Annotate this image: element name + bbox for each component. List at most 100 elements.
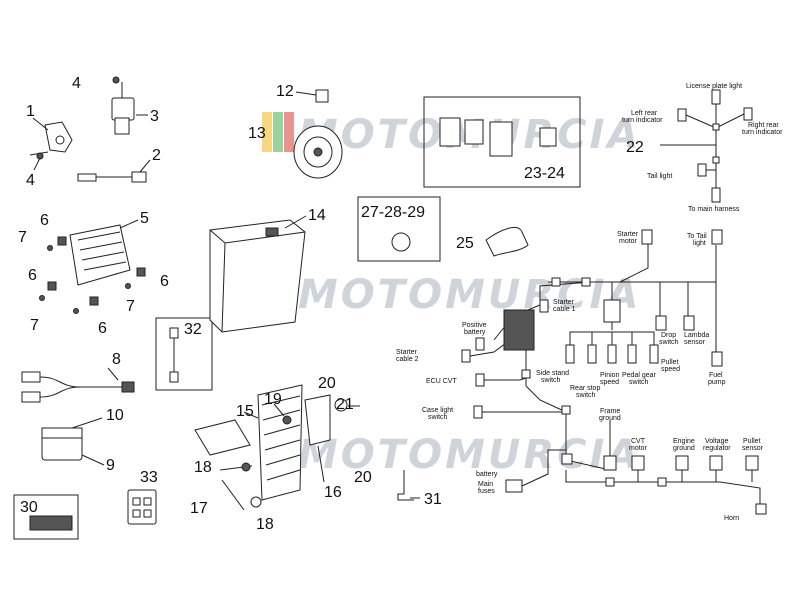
part-number-22: 22 xyxy=(626,139,644,156)
harness-label-main-fuses-2: fuses xyxy=(478,488,495,495)
part-frame-32 xyxy=(155,317,213,391)
harness-label-horn: Horn xyxy=(724,515,739,522)
watermark-text: MOTOMURCIA xyxy=(298,432,641,478)
part-bolts-17-18 xyxy=(219,462,262,511)
part-number-18a: 18 xyxy=(194,459,212,476)
part-number-16: 16 xyxy=(324,484,342,501)
watermark-stripe xyxy=(262,112,272,152)
harness-label-engine-ground-2: ground xyxy=(673,445,695,452)
part-number-6c: 6 xyxy=(160,273,169,290)
watermark-stripe xyxy=(284,112,294,152)
harness-label-ecu-cvt: ECU CVT xyxy=(426,378,457,385)
tail-label-left-rear-2: turn indicator xyxy=(622,117,663,124)
part-clamp-27-28-29 xyxy=(391,232,411,252)
part-number-6d: 6 xyxy=(98,320,107,337)
part-number-23-24: 23-24 xyxy=(524,165,565,182)
part-number-21: 21 xyxy=(336,396,354,413)
harness-label-pinion-speed-1: Pinion xyxy=(600,372,620,379)
harness-label-fuel-pump-2: pump xyxy=(708,379,726,386)
part-number-7b: 7 xyxy=(126,298,135,315)
harness-label-drop-switch-2: switch xyxy=(659,339,679,346)
harness-label-case-light-1: Case light xyxy=(422,407,453,414)
part-battery-14 xyxy=(209,215,307,333)
harness-label-starter-cable1-1: Starter xyxy=(553,299,575,306)
harness-label-pullet-sensor-1: Pullet xyxy=(743,438,761,445)
part-frame-23-24 xyxy=(423,96,581,188)
part-number-17: 17 xyxy=(190,500,208,517)
harness-label-voltage-reg-2: regulator xyxy=(703,445,731,452)
harness-label-starter-cable1-2: cable 1 xyxy=(553,306,576,313)
watermark-stripe xyxy=(273,112,283,152)
part-module-9 xyxy=(41,417,105,466)
part-number-18b: 18 xyxy=(256,516,274,533)
harness-label-pullet-speed-2: speed xyxy=(661,366,680,373)
harness-label-lambda-1: Lambda xyxy=(684,332,709,339)
harness-label-side-stand-2: switch xyxy=(541,377,561,384)
harness-label-fuel-pump-1: Fuel xyxy=(709,372,723,379)
part-number-20b: 20 xyxy=(354,469,372,486)
harness-label-pedal-gear-2: switch xyxy=(629,379,649,386)
harness-label-cvt-motor-1: CVT xyxy=(631,438,646,445)
tail-label-license: License plate light xyxy=(686,83,742,90)
part-pin-31 xyxy=(397,470,414,501)
part-number-9: 9 xyxy=(106,457,115,474)
harness-label-rear-stop-1: Rear stop xyxy=(570,385,600,392)
part-number-31: 31 xyxy=(424,491,442,508)
harness-label-lambda-2: sensor xyxy=(684,339,706,346)
part-number-20a: 20 xyxy=(318,375,336,392)
tail-label-main-harness: To main harness xyxy=(688,206,740,213)
part-number-2: 2 xyxy=(152,147,161,164)
harness-label-pullet-speed-1: Pullet xyxy=(661,359,679,366)
part-number-12: 12 xyxy=(276,83,294,100)
part-frame-27-28-29 xyxy=(357,196,441,262)
part-number-6a: 6 xyxy=(40,212,49,229)
part-sensor-2 xyxy=(77,159,151,183)
part-bracket-16 xyxy=(304,394,331,446)
harness-label-pullet-sensor-2: sensor xyxy=(742,445,764,452)
part-number-7c: 7 xyxy=(30,317,39,334)
tail-label-right-rear-2: turn indicator xyxy=(742,129,783,136)
part-number-7a: 7 xyxy=(18,229,27,246)
part-number-5: 5 xyxy=(140,210,149,227)
harness-label-engine-ground-1: Engine xyxy=(673,438,695,445)
part-number-19: 19 xyxy=(264,391,282,408)
part-frame-30 xyxy=(13,494,79,540)
part-number-32: 32 xyxy=(184,321,202,338)
part-number-14: 14 xyxy=(308,207,326,224)
part-cable-8 xyxy=(21,367,135,403)
part-number-4b: 4 xyxy=(26,172,35,189)
harness-label-battery: battery xyxy=(476,471,498,478)
part-bracket-1 xyxy=(29,117,73,171)
tail-label-tail-light: Tail light xyxy=(647,173,672,180)
harness-label-positive-battery-1: Positive xyxy=(462,322,487,329)
part-strap-25 xyxy=(485,227,529,257)
part-number-6b: 6 xyxy=(28,267,37,284)
part-number-30: 30 xyxy=(20,499,38,516)
harness-label-frame-ground-2: ground xyxy=(599,415,621,422)
harness-label-rear-stop-2: switch xyxy=(576,392,596,399)
harness-label-side-stand-1: Side stand xyxy=(536,370,569,377)
part-ecu-5 xyxy=(69,219,139,286)
part-number-25: 25 xyxy=(456,235,474,252)
part-clip-12 xyxy=(315,89,329,103)
harness-label-drop-switch-1: Drop xyxy=(661,332,676,339)
part-number-3: 3 xyxy=(150,108,159,125)
part-screw-19 xyxy=(282,415,292,425)
harness-label-starter-motor-2: motor xyxy=(619,238,638,245)
harness-label-to-tail-1: To Tail xyxy=(687,233,707,240)
harness-label-cvt-motor-2: motor xyxy=(629,445,648,452)
part-number-4a: 4 xyxy=(72,75,81,92)
tail-label-right-rear-1: Right rear xyxy=(748,122,779,129)
part-connector-33 xyxy=(127,489,157,525)
part-number-10: 10 xyxy=(106,407,124,424)
tail-label-left-rear-1: Left rear xyxy=(631,110,658,117)
part-fusebox-23-24 xyxy=(439,117,557,157)
part-horn-13 xyxy=(293,125,343,179)
part-number-15: 15 xyxy=(236,403,254,420)
part-number-33: 33 xyxy=(140,469,158,486)
harness-label-starter-cable2-2: cable 2 xyxy=(396,356,419,363)
harness-label-pedal-gear-1: Pedal gear xyxy=(622,372,657,379)
harness-label-starter-motor-1: Starter xyxy=(617,231,639,238)
